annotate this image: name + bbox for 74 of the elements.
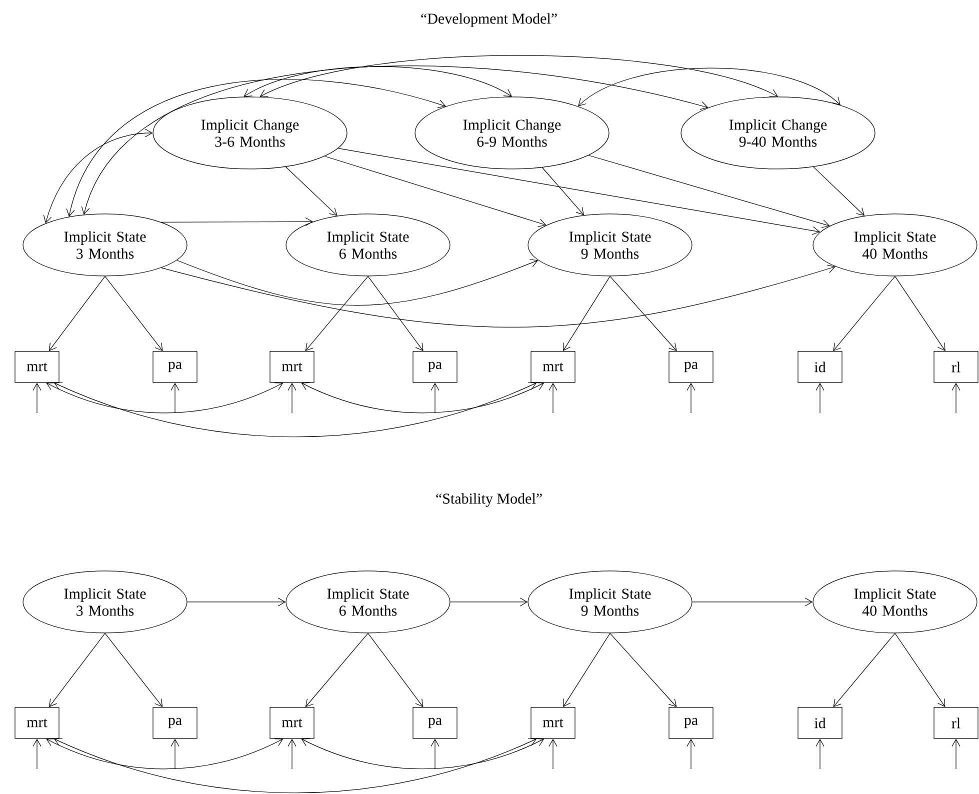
- error-arrow: [32, 382, 42, 414]
- covariance-arrow: [43, 128, 153, 224]
- error-arrow: [430, 738, 440, 770]
- arrow: [187, 598, 286, 606]
- arrow: [562, 276, 610, 352]
- covariance-arrow: [301, 738, 544, 770]
- arrow: [542, 167, 584, 216]
- covariance-arrow: [81, 66, 708, 215]
- error-arrow: [816, 382, 824, 414]
- arrow: [324, 156, 546, 228]
- arrow: [48, 632, 106, 708]
- arrow: [161, 264, 836, 328]
- arrow: [450, 598, 528, 606]
- arrow: [305, 276, 368, 352]
- error-arrow: [170, 738, 180, 770]
- covariance-arrow: [46, 382, 284, 414]
- arrow: [692, 598, 813, 606]
- arrow: [104, 632, 163, 708]
- covariance-arrow: [578, 68, 840, 106]
- covariance-arrow: [66, 79, 446, 217]
- covariance-arrow: [260, 55, 778, 97]
- arrow: [894, 276, 946, 352]
- indicator-box: rl: [934, 351, 978, 383]
- arrow: [610, 276, 677, 352]
- arrow: [305, 632, 368, 708]
- covariance-arrow: [54, 738, 537, 794]
- arrow: [833, 276, 896, 352]
- indicator-box: id: [798, 707, 842, 739]
- error-arrow: [686, 738, 696, 770]
- model-title: “Stability Model”: [436, 493, 542, 507]
- error-arrow: [32, 738, 42, 770]
- error-arrow: [170, 382, 180, 414]
- error-arrow: [548, 738, 558, 770]
- arrow: [48, 276, 106, 352]
- error-arrow: [288, 738, 296, 770]
- covariance-arrow: [46, 738, 284, 770]
- error-arrow: [686, 382, 696, 414]
- arrow: [368, 632, 424, 708]
- indicator-box: mrt: [530, 351, 576, 383]
- error-arrow: [430, 382, 440, 414]
- indicator-box: pa: [668, 707, 714, 739]
- arrow: [338, 148, 820, 235]
- arrow: [104, 276, 163, 352]
- arrow: [285, 166, 338, 216]
- model-title: “Development Model”: [421, 13, 557, 27]
- indicator-box: pa: [412, 707, 458, 739]
- arrow: [813, 166, 865, 216]
- covariance-arrow: [301, 382, 544, 414]
- arrow: [368, 276, 424, 352]
- arrow: [563, 632, 610, 708]
- error-arrow: [816, 738, 824, 770]
- indicator-box: mrt: [14, 707, 60, 739]
- indicator-box: mrt: [270, 707, 314, 739]
- arrow: [894, 632, 946, 708]
- indicator-box: mrt: [530, 707, 576, 739]
- indicator-box: id: [798, 351, 842, 383]
- error-arrow: [952, 738, 960, 770]
- indicator-box: mrt: [14, 351, 60, 383]
- error-arrow: [288, 382, 296, 414]
- indicator-box: pa: [668, 351, 714, 383]
- indicator-box: rl: [934, 707, 978, 739]
- arrow: [833, 632, 896, 708]
- arrow: [610, 632, 677, 708]
- indicator-box: pa: [152, 707, 198, 739]
- error-arrow: [548, 382, 558, 414]
- error-arrow: [952, 382, 960, 414]
- indicator-box: mrt: [270, 351, 314, 383]
- covariance-arrow: [244, 66, 512, 97]
- indicator-box: pa: [152, 351, 198, 383]
- arrow: [176, 259, 538, 306]
- arrow: [161, 217, 314, 226]
- arrow: [588, 155, 830, 228]
- indicator-box: pa: [412, 351, 458, 383]
- covariance-arrow: [54, 382, 537, 438]
